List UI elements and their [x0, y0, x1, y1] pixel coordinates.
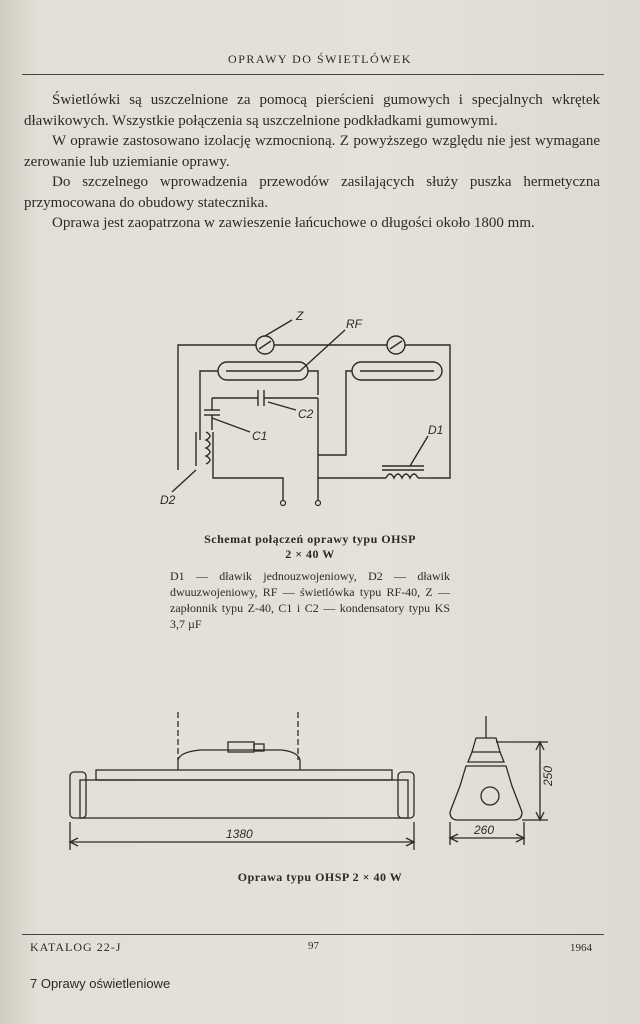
label-d2: D2	[160, 493, 176, 507]
dim-length: 1380	[226, 827, 253, 841]
dim-height: 250	[541, 766, 555, 787]
label-c1: C1	[252, 429, 267, 443]
dim-width: 260	[473, 823, 494, 837]
schematic-caption-subtitle: 2 × 40 W	[285, 547, 335, 561]
legend-text: D1 — dławik jednouzwojeniowy, D2 — dławi…	[170, 569, 450, 631]
running-head: OPRAWY DO ŚWIETLÓWEK	[228, 52, 412, 66]
footer-rule	[22, 934, 604, 935]
header-rule	[22, 74, 604, 75]
paragraph-2: W oprawie zastosowano izolację wzmocnion…	[24, 133, 600, 170]
schematic-legend: D1 — dławik jednouzwojeniowy, D2 — dławi…	[170, 568, 450, 632]
body-text: Świetlówki są uszczelnione za pomocą pie…	[24, 90, 600, 234]
label-rf: RF	[346, 317, 363, 331]
signature-note: 7 Oprawy oświetleniowe	[30, 976, 171, 991]
paragraph-4: Oprawa jest zaopatrzona w zawieszenie ła…	[52, 215, 535, 231]
schematic-caption-title: Schemat połączeń oprawy typu OHSP	[204, 532, 416, 546]
footer-year: 1964	[570, 942, 592, 954]
label-c2: C2	[298, 407, 314, 421]
paragraph-3: Do szczelnego wprowadzenia przewodów zas…	[24, 174, 600, 211]
label-z: Z	[295, 309, 304, 323]
fixture-caption: Oprawa typu OHSP 2 × 40 W	[237, 870, 403, 884]
label-d1: D1	[428, 423, 443, 437]
schematic-caption: Schemat połączeń oprawy typu OHSP 2 × 40…	[130, 532, 490, 562]
footer-catalog: KATALOG 22-J	[30, 940, 122, 954]
paragraph-1: Świetlówki są uszczelnione za pomocą pie…	[24, 92, 600, 129]
page-number: 97	[308, 940, 319, 952]
